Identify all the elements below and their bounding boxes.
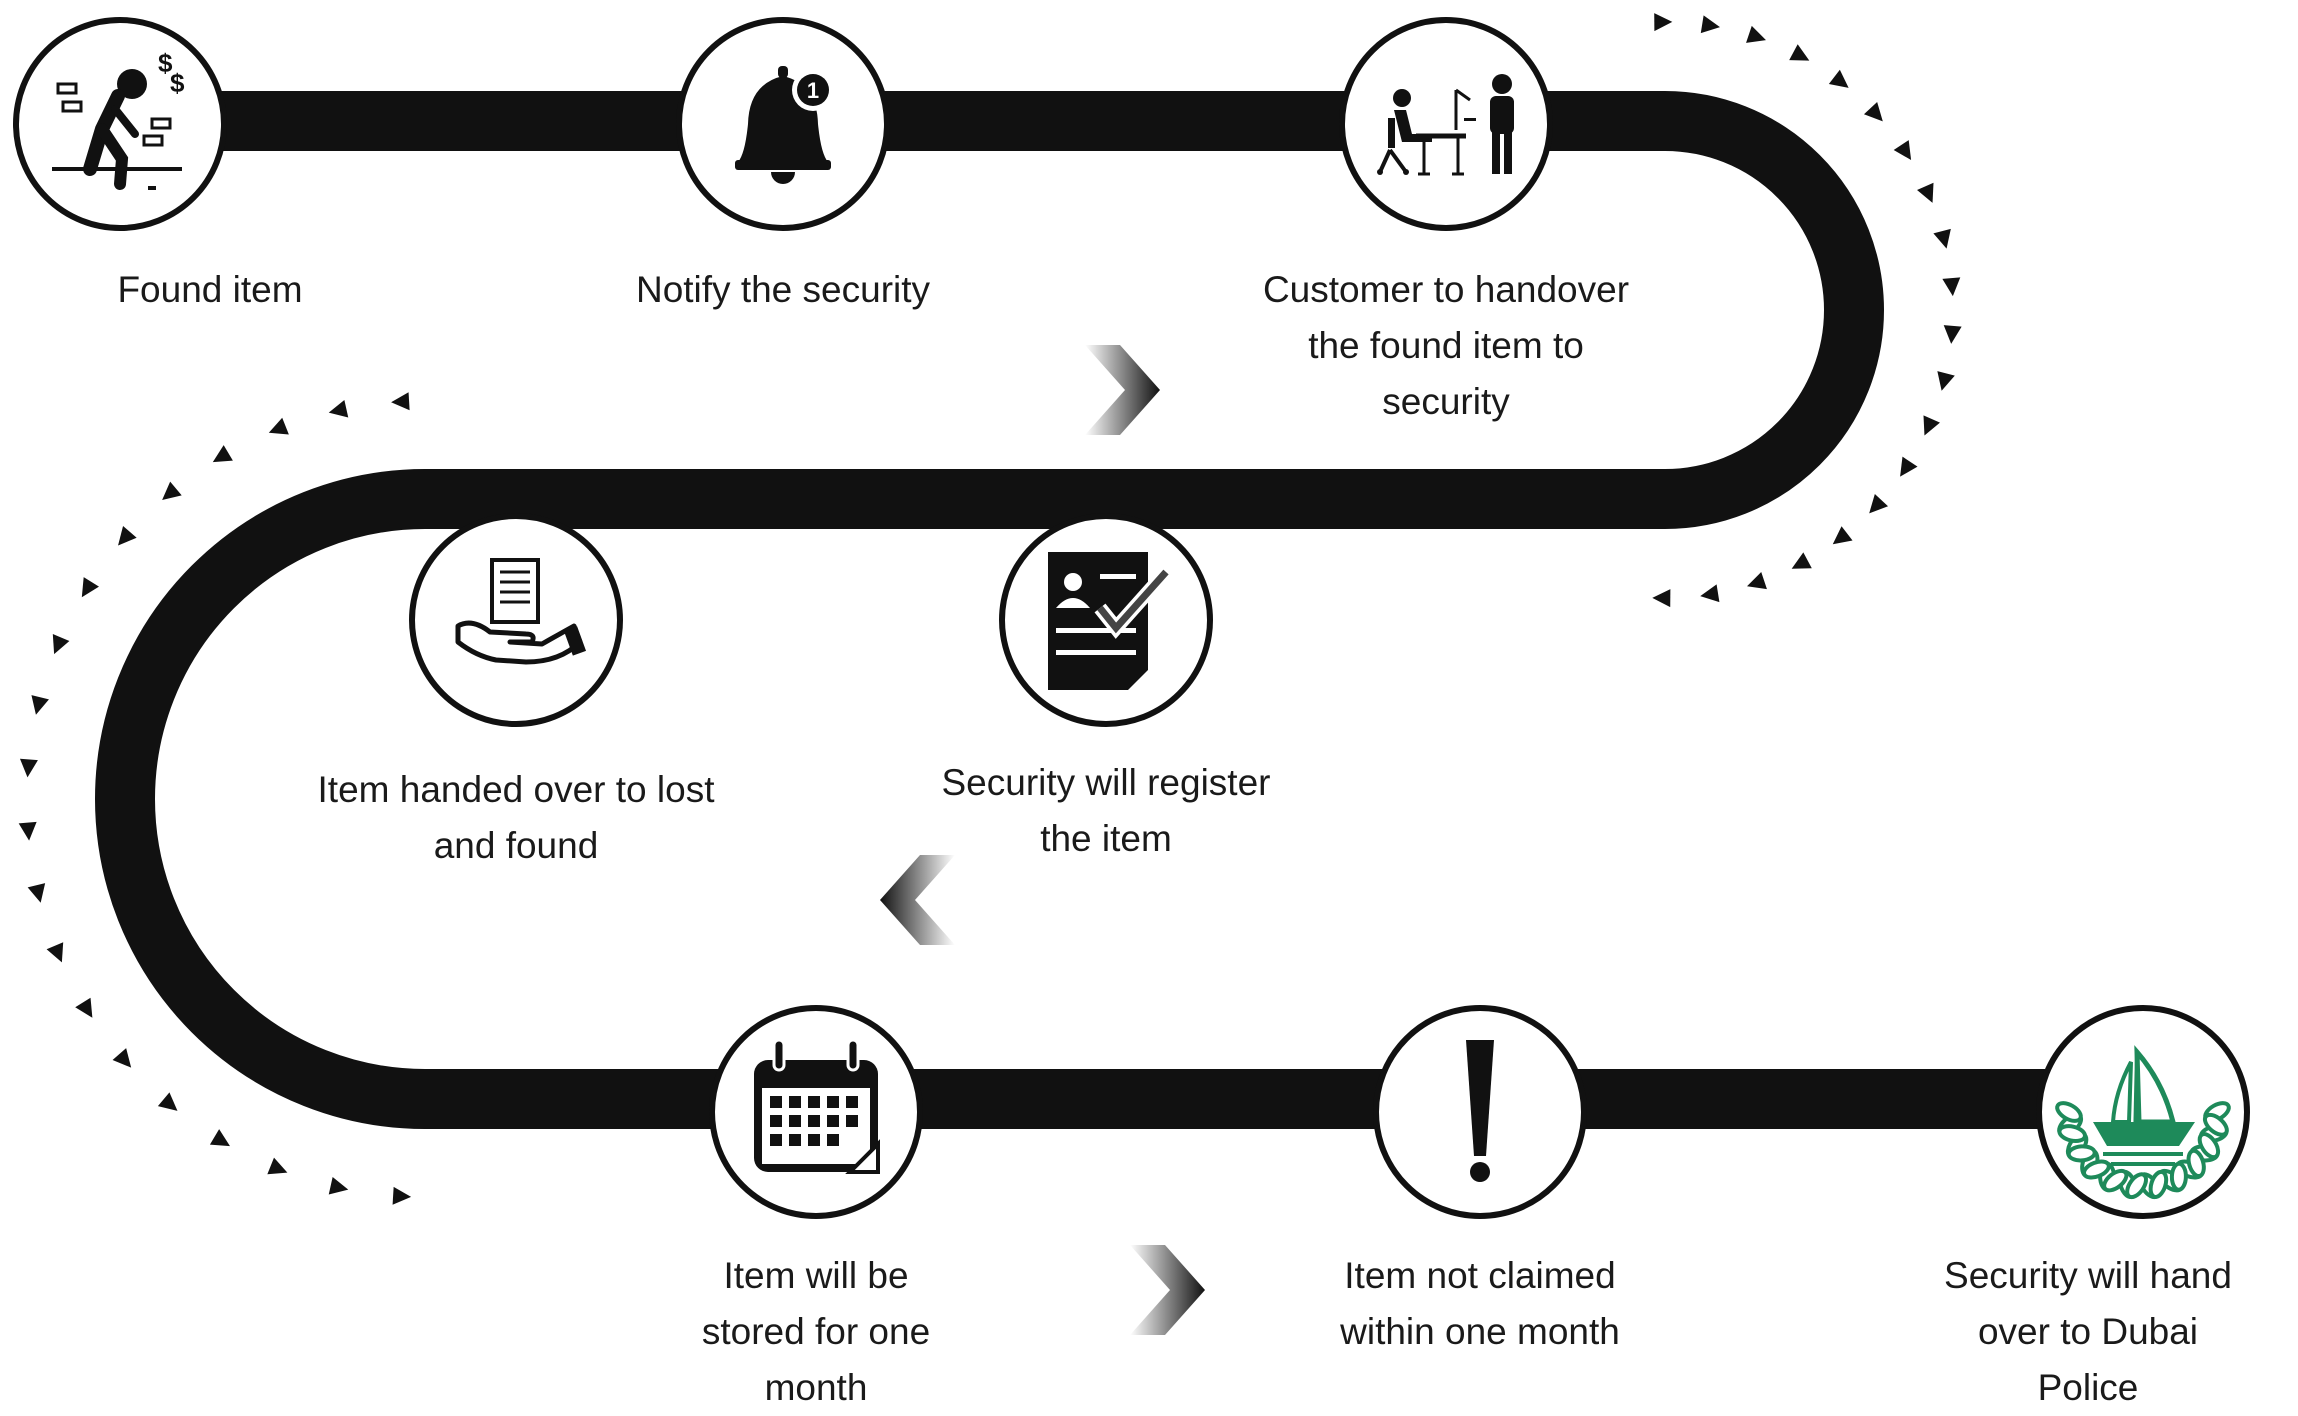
chevron-right-icon: [1130, 1245, 1205, 1335]
calendar-day-cell: [789, 1115, 801, 1127]
arrow-triangle-icon: [1654, 13, 1673, 32]
arrow-triangle-icon: [1900, 456, 1918, 477]
arrow-triangle-icon: [1863, 102, 1883, 122]
step-circle: [13, 17, 227, 231]
calendar-day-cell: [827, 1115, 839, 1127]
arrow-triangle-icon: [157, 1092, 178, 1111]
calendar-day-cell: [789, 1096, 801, 1108]
exclamation-icon: [1466, 1040, 1494, 1182]
arrow-triangle-icon: [209, 1129, 230, 1147]
arrow-triangle-icon: [1893, 140, 1912, 161]
calendar-day-cell: [808, 1115, 820, 1127]
arrow-triangle-icon: [1700, 15, 1720, 34]
step-label: Security will hand over to Dubai Police: [1944, 1255, 2232, 1408]
calendar-day-cell: [770, 1134, 782, 1146]
arrow-triangle-icon: [1943, 325, 1962, 344]
arrow-triangle-icon: [1700, 584, 1720, 603]
notification-bell-icon: 1: [735, 66, 834, 184]
laurel-leaf: [2197, 1132, 2221, 1160]
direction-arrows-left: [18, 392, 412, 1205]
arrow-triangle-icon: [75, 997, 93, 1018]
registration-document-icon: [1048, 552, 1172, 690]
step-label: Customer to handover the found item to s…: [1262, 269, 1630, 422]
laurel-leaf: [2202, 1112, 2229, 1137]
arrow-triangle-icon: [1789, 44, 1810, 61]
arrow-triangle-icon: [1917, 182, 1934, 203]
step-label: Item handed over to lost and found: [317, 769, 715, 866]
arrow-triangle-icon: [391, 392, 410, 411]
person-searching-icon: $ $: [52, 48, 185, 190]
arrow-triangle-icon: [212, 445, 233, 463]
office-handover-icon: [1377, 74, 1514, 176]
calendar-day-cell: [808, 1096, 820, 1108]
arrow-triangle-icon: [18, 821, 37, 841]
arrow-triangle-icon: [19, 758, 38, 778]
calendar-day-cell: [770, 1115, 782, 1127]
arrow-triangle-icon: [1652, 589, 1671, 608]
calendar-day-cell: [808, 1134, 820, 1146]
calendar-day-cell: [846, 1115, 858, 1127]
arrow-triangle-icon: [328, 399, 349, 418]
arrow-triangle-icon: [1791, 552, 1812, 569]
arrow-triangle-icon: [31, 695, 49, 715]
arrow-triangle-icon: [162, 481, 182, 501]
svg-text:$: $: [170, 68, 185, 98]
step-label: Notify the security: [635, 269, 931, 310]
step-label: Item not claimed within one month: [1340, 1255, 1620, 1352]
calendar-day-cell: [827, 1096, 839, 1108]
arrow-triangle-icon: [1746, 25, 1766, 43]
step-circle: [1339, 17, 1553, 231]
calendar-day-cell: [846, 1096, 858, 1108]
laurel-leaf: [2148, 1169, 2169, 1199]
hand-document-icon: [455, 558, 587, 665]
flow-track: [95, 91, 2140, 1129]
arrow-triangle-icon: [267, 1157, 288, 1175]
arrow-triangle-icon: [268, 417, 289, 435]
arrow-triangle-icon: [1869, 494, 1889, 514]
arrow-triangle-icon: [46, 942, 64, 963]
step-label: Found item: [117, 269, 303, 310]
dubai-police-emblem-icon: [2055, 1045, 2231, 1200]
arrow-triangle-icon: [392, 1186, 412, 1205]
laurel-leaf: [2082, 1159, 2111, 1180]
laurel-leaf: [2102, 1168, 2129, 1193]
laurel-leaf: [2186, 1148, 2206, 1179]
svg-text:1: 1: [807, 78, 819, 103]
direction-arrows-right: [1652, 13, 1962, 608]
chevron-right-icon: [1085, 345, 1160, 435]
calendar-day-cell: [770, 1096, 782, 1108]
arrow-triangle-icon: [1937, 371, 1955, 391]
step-label: Item will be stored for one month: [701, 1255, 931, 1408]
step-label: Security will register the item: [941, 762, 1271, 859]
arrow-triangle-icon: [1832, 526, 1853, 545]
arrow-triangle-icon: [328, 1176, 349, 1195]
arrow-triangle-icon: [52, 634, 70, 655]
laurel-leaf: [2057, 1124, 2087, 1144]
arrow-triangle-icon: [112, 1048, 132, 1068]
laurel-leaf: [2125, 1172, 2149, 1200]
calendar-day-cell: [827, 1134, 839, 1146]
calendar-day-cell: [789, 1134, 801, 1146]
chevron-left-icon: [880, 855, 955, 945]
laurel-leaf: [2066, 1144, 2097, 1163]
arrow-triangle-icon: [1923, 415, 1940, 436]
arrow-triangle-icon: [1828, 69, 1849, 88]
laurel-leaf: [2169, 1161, 2188, 1192]
arrow-triangle-icon: [27, 883, 46, 903]
laurel-leaf: [2055, 1101, 2083, 1123]
arrow-triangle-icon: [1933, 228, 1951, 249]
arrow-triangle-icon: [118, 525, 137, 546]
arrow-triangle-icon: [1747, 572, 1767, 590]
arrow-triangle-icon: [1942, 277, 1961, 297]
arrow-triangle-icon: [81, 577, 99, 598]
svg-text:$: $: [158, 48, 173, 78]
calendar-icon: [754, 1038, 880, 1174]
